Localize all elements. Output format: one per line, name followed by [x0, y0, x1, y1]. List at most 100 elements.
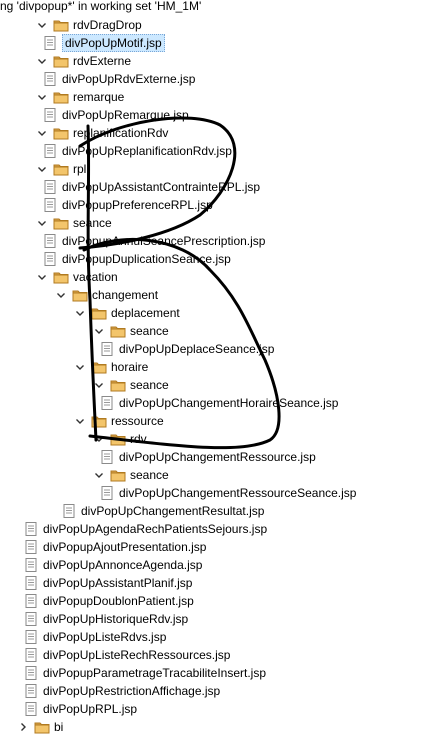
folder-icon [53, 161, 69, 177]
tree-folder[interactable]: remarque [37, 88, 124, 106]
chevron-down-icon[interactable] [94, 470, 104, 480]
tree-item-label: divPopUpListeRdvs.jsp [43, 630, 167, 644]
jsp-file-icon [42, 233, 58, 249]
tree-item-label: divPopUpAgendaRechPatientsSejours.jsp [43, 522, 268, 536]
chevron-down-icon[interactable] [37, 92, 47, 102]
tree-item-label: divPopUpChangementResultat.jsp [81, 504, 265, 518]
tree-item-label: seance [130, 378, 169, 392]
tree-file[interactable]: divPopUpAssistantPlanif.jsp [23, 574, 192, 592]
tree-file[interactable]: divPopUpChangementHoraireSeance.jsp [99, 394, 338, 412]
tree-file[interactable]: divPopUpAssistantContrainteRPL.jsp [42, 178, 260, 196]
tree-file[interactable]: divPopUpChangementResultat.jsp [61, 502, 264, 520]
tree-file[interactable]: divPopUpChangementRessource.jsp [99, 448, 316, 466]
tree-file[interactable]: divPopUpRemarque.jsp [42, 106, 189, 124]
tree-item-label: divPopUpChangementRessource.jsp [119, 450, 316, 464]
jsp-file-icon [42, 71, 58, 87]
folder-icon [91, 305, 107, 321]
tree-folder[interactable]: vacation [37, 268, 118, 286]
tree-item-label: seance [130, 324, 169, 338]
tree-item-label: remarque [73, 90, 125, 104]
jsp-file-icon [23, 647, 39, 663]
chevron-down-icon[interactable] [37, 128, 47, 138]
folder-icon [53, 17, 69, 33]
tree-file[interactable]: divPopUpHistoriqueRdv.jsp [23, 610, 188, 628]
chevron-down-icon[interactable] [37, 56, 47, 66]
tree-item-label: seance [73, 216, 112, 230]
jsp-file-icon [23, 701, 39, 717]
jsp-file-icon [23, 593, 39, 609]
tree-file[interactable]: divPopUpRestrictionAffichage.jsp [23, 682, 220, 700]
folder-icon [110, 323, 126, 339]
tree-folder[interactable]: rdvDragDrop [37, 16, 142, 34]
jsp-file-icon [42, 35, 58, 51]
folder-icon [53, 269, 69, 285]
tree-folder[interactable]: seance [94, 466, 169, 484]
folder-icon [53, 53, 69, 69]
chevron-down-icon[interactable] [37, 272, 47, 282]
folder-icon [91, 413, 107, 429]
tree-file[interactable]: divPopupAjoutPresentation.jsp [23, 538, 206, 556]
folder-icon [53, 89, 69, 105]
tree-file[interactable]: divPopUpAnnonceAgenda.jsp [23, 556, 202, 574]
tree-file[interactable]: divPopupPreferenceRPL.jsp [42, 196, 213, 214]
tree-folder[interactable]: seance [37, 214, 112, 232]
tree-folder[interactable]: rdvExterne [37, 52, 131, 70]
tree-file[interactable]: divPopUpDeplaceSeance.jsp [99, 340, 274, 358]
chevron-down-icon[interactable] [37, 20, 47, 30]
chevron-down-icon[interactable] [94, 434, 104, 444]
tree-item-label: divPopUpRestrictionAffichage.jsp [43, 684, 221, 698]
tree-file[interactable]: divPopUpListeRechRessources.jsp [23, 646, 230, 664]
tree-folder[interactable]: replanificationRdv [37, 124, 168, 142]
tree-folder[interactable]: changement [56, 286, 158, 304]
folder-icon [53, 125, 69, 141]
tree-folder[interactable]: rpl [37, 160, 86, 178]
tree-item-label: divPopUpChangementRessourceSeance.jsp [119, 486, 357, 500]
tree-item-label: divPopUpReplanificationRdv.jsp [62, 144, 232, 158]
folder-icon [110, 377, 126, 393]
tree-item-label: divPopUpRPL.jsp [43, 702, 138, 716]
tree-file[interactable]: divPopUpChangementRessourceSeance.jsp [99, 484, 356, 502]
chevron-down-icon[interactable] [37, 218, 47, 228]
tree-file[interactable]: divPopUpRPL.jsp [23, 700, 137, 718]
chevron-down-icon[interactable] [56, 290, 66, 300]
tree-folder[interactable]: seance [94, 322, 169, 340]
chevron-down-icon[interactable] [94, 380, 104, 390]
tree-file[interactable]: divPopUpRdvExterne.jsp [42, 70, 195, 88]
jsp-file-icon [99, 485, 115, 501]
tree-file[interactable]: divPopUpAgendaRechPatientsSejours.jsp [23, 520, 267, 538]
tree-item-label: divPopUpAssistantContrainteRPL.jsp [62, 180, 261, 194]
chevron-down-icon[interactable] [75, 362, 85, 372]
tree-file[interactable]: divPopupAnnulSeancePrescription.jsp [42, 232, 265, 250]
folder-icon [110, 431, 126, 447]
tree-folder[interactable]: horaire [75, 358, 148, 376]
tree-file[interactable]: divPopupDuplicationSeance.jsp [42, 250, 231, 268]
chevron-down-icon[interactable] [75, 416, 85, 426]
tree-item-label: divPopUpRdvExterne.jsp [62, 72, 196, 86]
folder-icon [110, 467, 126, 483]
tree-folder[interactable]: ressource [75, 412, 164, 430]
tree-file[interactable]: divPopUpReplanificationRdv.jsp [42, 142, 232, 160]
chevron-down-icon[interactable] [75, 308, 85, 318]
tree-file[interactable]: divPopUpListeRdvs.jsp [23, 628, 166, 646]
tree-file[interactable]: divPopUpMotif.jsp [42, 34, 165, 52]
chevron-down-icon[interactable] [94, 326, 104, 336]
tree-item-label: bi [54, 720, 64, 734]
folder-icon [53, 215, 69, 231]
chevron-down-icon[interactable] [37, 164, 47, 174]
jsp-file-icon [23, 683, 39, 699]
tree-item-label: divPopupPreferenceRPL.jsp [62, 198, 213, 212]
tree-item-label: seance [130, 468, 169, 482]
tree-item-label: divPopupDuplicationSeance.jsp [62, 252, 231, 266]
tree-folder[interactable]: bi [18, 718, 63, 736]
tree-item-label: deplacement [111, 306, 180, 320]
tree-folder[interactable]: seance [94, 376, 169, 394]
jsp-file-icon [42, 107, 58, 123]
tree-file[interactable]: divPopupDoublonPatient.jsp [23, 592, 194, 610]
jsp-file-icon [99, 341, 115, 357]
tree-item-label: divPopUpChangementHoraireSeance.jsp [119, 396, 339, 410]
tree-file[interactable]: divPopupParametrageTracabiliteInsert.jsp [23, 664, 266, 682]
tree-folder[interactable]: deplacement [75, 304, 180, 322]
tree-folder[interactable]: rdv [94, 430, 147, 448]
folder-icon [34, 719, 50, 735]
tree-item-label: divPopupAjoutPresentation.jsp [43, 540, 207, 554]
